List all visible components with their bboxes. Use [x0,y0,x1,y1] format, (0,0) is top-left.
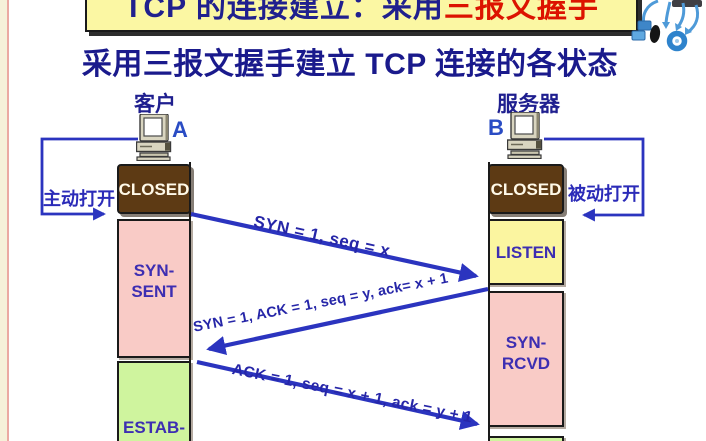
state-text: LISTEN [495,242,557,262]
client-state-syn-sent: SYN- SENT [117,219,191,358]
ack-message-label: ACK = 1, seq = x + 1, ack = y + 1 [230,361,474,427]
server-computer-icon [507,112,543,159]
left-edge-line [7,0,9,441]
state-text: ESTAB- [122,418,185,437]
state-text: SENT [131,282,177,301]
server-host-letter: B [488,115,504,140]
state-text: SYN- [133,261,175,280]
title-highlight-text: 三报文握手 [443,0,599,24]
server-state-syn-rcvd: SYN- RCVD [488,291,564,427]
server-state-closed: CLOSED [488,164,564,214]
title-text: TCP 的连接建立：采用 [124,0,444,24]
state-text: CLOSED [490,179,562,199]
title-banner: TCP 的连接建立：采用三报文握手 [85,0,638,32]
client-host-letter: A [172,117,188,142]
client-state-closed: CLOSED [117,164,191,214]
server-label: 服务器 [497,93,560,116]
syn-message-label: SYN = 1, seq = x [251,212,393,261]
client-computer-icon [136,114,172,161]
synack-message-label: SYN = 1, ACK = 1, seq = y, ack= x + 1 [192,270,450,336]
client-open-label: 主动打开 [43,189,115,209]
state-text: RCVD [501,354,551,373]
state-text: CLOSED [118,179,190,199]
server-open-label: 被动打开 [568,184,640,204]
client-state-established: ESTAB- [117,361,191,441]
state-text: SYN- [505,333,547,352]
left-edge-strip [0,0,7,441]
server-state-next [488,436,564,441]
network-clipart-icon [631,0,702,52]
server-state-listen: LISTEN [488,219,564,285]
client-label: 客户 [134,93,176,116]
subtitle: 采用三报文握手建立 TCP 连接的各状态 [81,48,619,81]
